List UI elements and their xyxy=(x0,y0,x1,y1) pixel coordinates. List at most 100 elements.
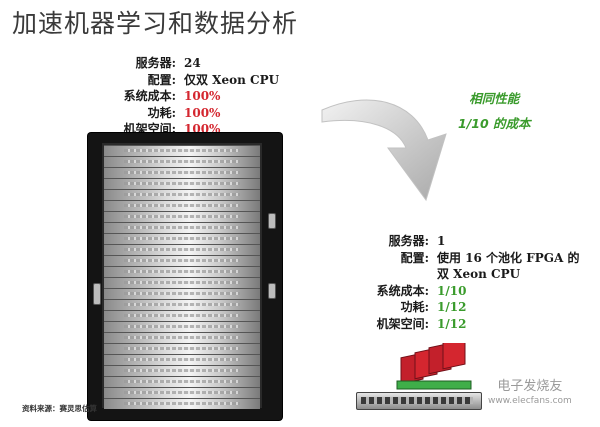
tagline-line2: 1/10 的成本 xyxy=(458,116,531,131)
server-rack-image xyxy=(88,133,282,420)
drive-slots xyxy=(124,160,240,163)
spec-row-config-cont: 双 Xeon CPU xyxy=(363,266,580,283)
spec-label: 系统成本: xyxy=(123,89,176,103)
rack-unit xyxy=(104,244,260,255)
spec-label: 机架空间: xyxy=(376,316,429,331)
spec-row-servers: 服务器: 1 xyxy=(363,233,580,250)
rack-unit xyxy=(104,233,260,244)
drive-slots xyxy=(124,193,240,196)
spec-value: 双 Xeon CPU xyxy=(437,267,521,281)
drive-slots xyxy=(124,215,240,218)
single-server-image xyxy=(356,392,482,410)
rack-unit xyxy=(104,145,260,156)
curved-arrow-icon xyxy=(321,99,447,202)
spec-row-rackspace: 机架空间: 100% xyxy=(118,121,279,138)
drive-slots xyxy=(124,292,240,295)
spec-label: 配置: xyxy=(147,72,176,87)
spec-label: 服务器: xyxy=(135,56,176,70)
server-front-panel xyxy=(361,397,473,404)
drive-slots xyxy=(124,380,240,383)
rack-unit xyxy=(104,277,260,288)
spec-value: 1/12 xyxy=(437,316,467,331)
rack-latch-icon xyxy=(268,213,276,229)
rack-unit xyxy=(104,343,260,354)
drive-slots xyxy=(124,171,240,174)
drive-slots xyxy=(124,358,240,361)
spec-label: 功耗: xyxy=(400,300,429,314)
spec-row-rackspace: 机架空间: 1/12 xyxy=(363,316,580,333)
rack-unit xyxy=(104,266,260,277)
drive-slots xyxy=(124,149,240,152)
spec-row-cost: 系统成本: 100% xyxy=(118,88,279,105)
spec-label: 配置: xyxy=(400,250,429,265)
spec-label: 功耗: xyxy=(147,105,176,120)
spec-row-config: 配置: 使用 16 个池化 FPGA 的 xyxy=(363,250,580,267)
drive-slots xyxy=(124,281,240,284)
rack-unit xyxy=(104,332,260,343)
drive-slots xyxy=(124,204,240,207)
spec-value: 仅双 Xeon CPU xyxy=(184,72,280,87)
spec-value: 24 xyxy=(184,56,201,70)
rack-handle-icon xyxy=(93,283,101,305)
spec-value: 100% xyxy=(184,122,221,136)
spec-row-power: 功耗: 100% xyxy=(118,105,279,122)
drive-slots xyxy=(124,270,240,273)
spec-row-power: 功耗: 1/12 xyxy=(363,299,580,316)
watermark-line1: 电子发烧友 xyxy=(497,379,563,394)
watermark-line2: www.elecfans.com xyxy=(488,396,572,406)
rack-unit xyxy=(104,365,260,376)
spec-row-cost: 系统成本: 1/10 xyxy=(363,283,580,300)
tagline: 相同性能 1/10 的成本 xyxy=(458,86,531,136)
drive-slots xyxy=(124,182,240,185)
rack-unit xyxy=(104,222,260,233)
spec-value: 100% xyxy=(184,89,221,103)
spec-value: 1/12 xyxy=(437,300,467,314)
spec-row-config: 配置: 仅双 Xeon CPU xyxy=(118,72,280,89)
spec-label: 机架空间: xyxy=(123,122,176,136)
source-note: 资料来源：赛灵思估算 xyxy=(22,404,97,413)
spec-value: 100% xyxy=(184,105,221,120)
rack-unit xyxy=(104,211,260,222)
drive-slots xyxy=(124,347,240,350)
rack-unit xyxy=(104,156,260,167)
tagline-line1: 相同性能 xyxy=(469,91,520,106)
rack-unit xyxy=(104,299,260,310)
watermark-logo: 电子发烧友 www.elecfans.com xyxy=(488,380,572,408)
rack-unit xyxy=(104,354,260,365)
drive-slots xyxy=(124,402,240,405)
spec-label: 系统成本: xyxy=(376,283,429,298)
drive-slots xyxy=(124,259,240,262)
drive-slots xyxy=(124,237,240,240)
spec-value: 1 xyxy=(437,234,446,248)
rack-unit xyxy=(104,288,260,299)
drive-slots xyxy=(124,314,240,317)
rack-unit xyxy=(104,178,260,189)
left-spec-list: 服务器: 24 配置: 仅双 Xeon CPU 系统成本: 100% 功耗: 1… xyxy=(118,55,280,138)
drive-slots xyxy=(124,391,240,394)
drive-slots xyxy=(124,248,240,251)
rack-latch-icon xyxy=(268,283,276,299)
drive-slots xyxy=(124,325,240,328)
spec-row-servers: 服务器: 24 xyxy=(118,55,279,72)
spec-value: 使用 16 个池化 FPGA 的 xyxy=(437,250,580,265)
rack-unit xyxy=(104,398,260,409)
rack-unit xyxy=(104,200,260,211)
rack-unit xyxy=(104,387,260,398)
drive-slots xyxy=(124,303,240,306)
rack-unit xyxy=(104,321,260,332)
spec-label xyxy=(363,266,429,283)
drive-slots xyxy=(124,369,240,372)
rack-unit xyxy=(104,376,260,387)
spec-label: 服务器: xyxy=(388,234,429,248)
rack-unit xyxy=(104,167,260,178)
rack-unit xyxy=(104,310,260,321)
rack-unit xyxy=(104,189,260,200)
fpga-cards-icon xyxy=(396,343,472,390)
drive-slots xyxy=(124,226,240,229)
rack-unit xyxy=(104,255,260,266)
rack-units xyxy=(102,143,262,409)
right-spec-list: 服务器: 1 配置: 使用 16 个池化 FPGA 的 双 Xeon CPU 系… xyxy=(363,233,580,332)
spec-value: 1/10 xyxy=(437,283,467,298)
drive-slots xyxy=(124,336,240,339)
page-title: 加速机器学习和数据分析 xyxy=(12,9,299,38)
